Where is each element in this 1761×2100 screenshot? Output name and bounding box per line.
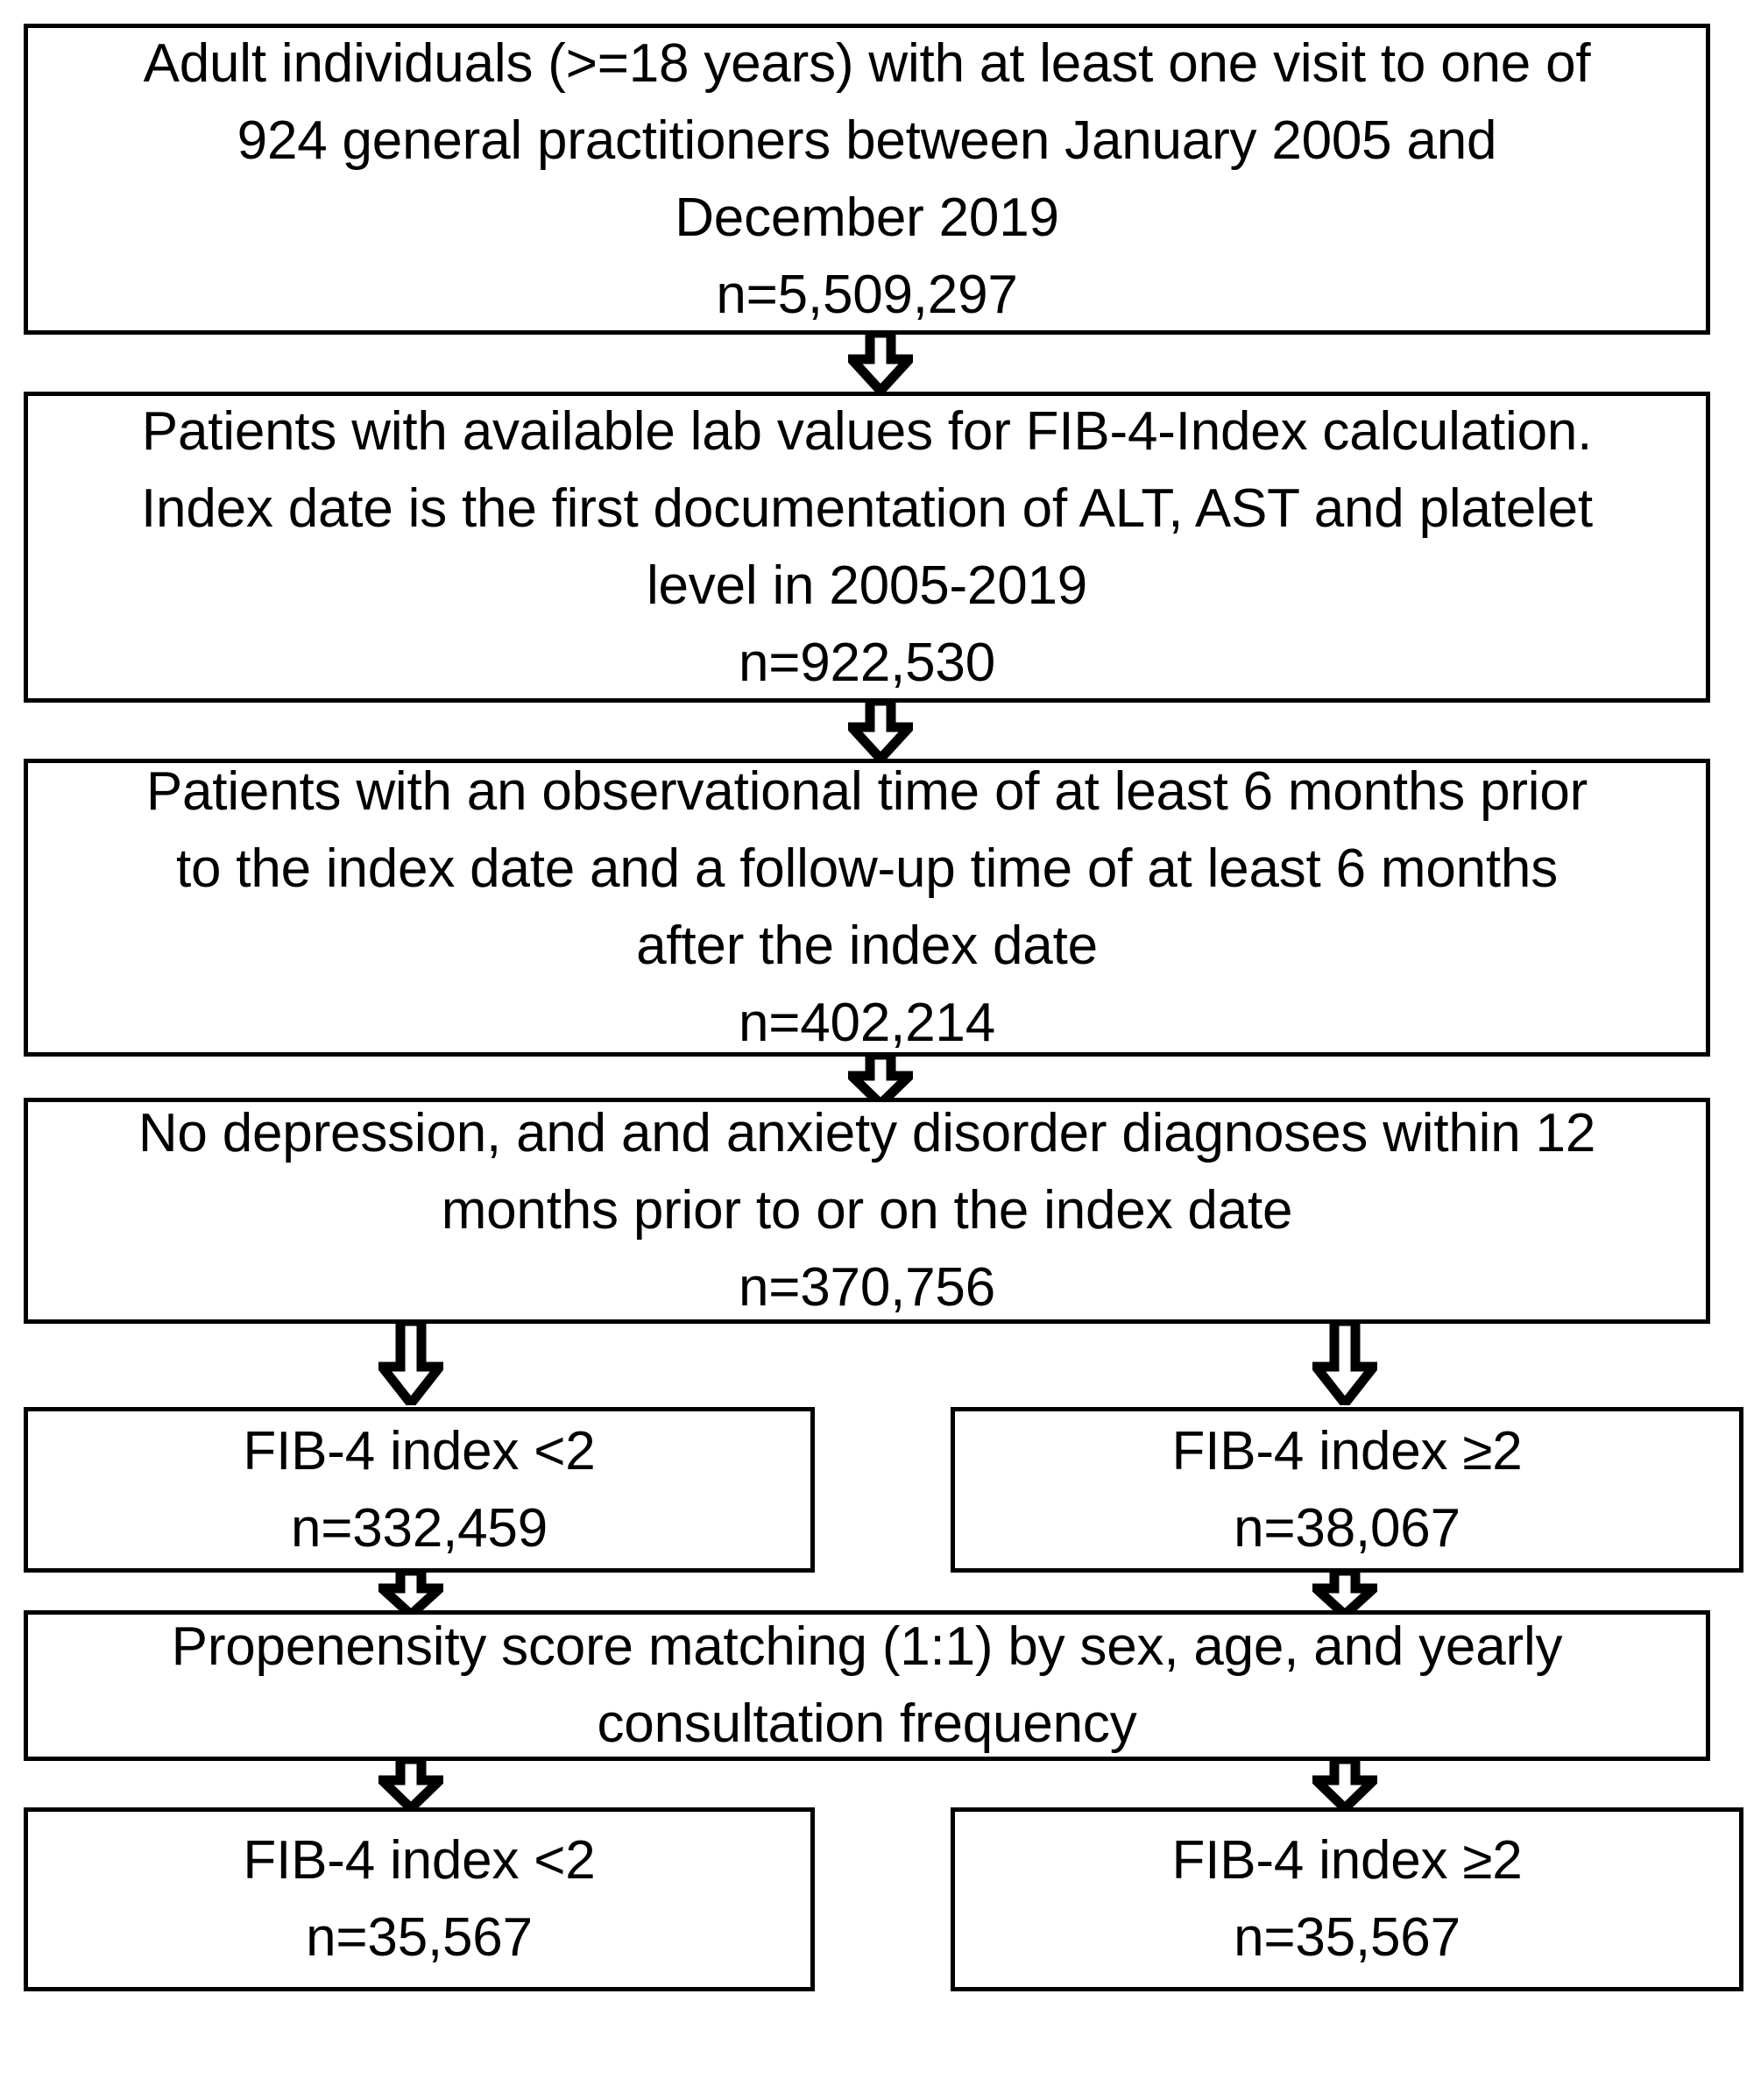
node-text-line: months prior to or on the index date: [441, 1180, 1293, 1241]
arrow-down-icon: [1312, 1571, 1377, 1616]
node-count-label: n=402,214: [738, 993, 995, 1053]
node-text-line: December 2019: [675, 187, 1059, 248]
node-count-label: n=35,567: [306, 1907, 533, 1968]
arrow-down-icon: [1312, 1759, 1377, 1810]
node-count-label: n=332,459: [290, 1497, 548, 1559]
node-text-line: Adult individuals (>=18 years) with at l…: [143, 32, 1591, 94]
node-text-line: 924 general practitioners between Januar…: [237, 110, 1497, 171]
node-text-line: FIB-4 index <2: [243, 1830, 596, 1891]
node-text-line: consultation frequency: [597, 1693, 1137, 1754]
arrow-down-icon: [378, 1571, 443, 1616]
node-text-line: Propenensity score matching (1:1) by sex…: [171, 1616, 1563, 1677]
node-text-line: No depression, and and anxiety disorder …: [138, 1103, 1596, 1163]
arrow-down-icon: [378, 1321, 443, 1405]
arrow-down-icon: [848, 701, 913, 760]
arrow-down-icon: [848, 333, 913, 392]
node-fib4-low-matched: FIB-4 index <2 n=35,567: [24, 1807, 815, 1991]
node-text-line: FIB-4 index ≥2: [1171, 1420, 1523, 1481]
node-fib4-high-matched: FIB-4 index ≥2 n=35,567: [951, 1807, 1743, 1991]
node-text-line: FIB-4 index <2: [243, 1420, 596, 1481]
arrow-down-icon: [1312, 1321, 1377, 1405]
node-fib4-high-unmatched: FIB-4 index ≥2 n=38,067: [951, 1407, 1743, 1573]
node-text-line: to the index date and a follow-up time o…: [175, 838, 1559, 899]
node-count-label: n=38,067: [1234, 1497, 1460, 1559]
node-count-label: n=5,509,297: [716, 264, 1018, 325]
node-count-label: n=370,756: [738, 1257, 995, 1318]
node-text-line: Patients with available lab values for F…: [141, 400, 1593, 462]
node-observation-window: Patients with an observational time of a…: [24, 759, 1710, 1057]
node-lab-values: Patients with available lab values for F…: [24, 392, 1710, 703]
node-count-label: n=35,567: [1234, 1907, 1460, 1968]
node-count-label: n=922,530: [738, 632, 995, 693]
arrow-down-icon: [378, 1759, 443, 1810]
node-cohort-source: Adult individuals (>=18 years) with at l…: [24, 24, 1710, 335]
node-propensity-matching: Propenensity score matching (1:1) by sex…: [24, 1610, 1710, 1761]
node-text-line: Index date is the first documentation of…: [141, 477, 1593, 539]
arrow-down-icon: [848, 1055, 913, 1106]
node-text-line: after the index date: [636, 916, 1098, 976]
node-text-line: level in 2005-2019: [646, 555, 1088, 616]
node-no-depression-anxiety: No depression, and and anxiety disorder …: [24, 1098, 1710, 1324]
node-fib4-low-unmatched: FIB-4 index <2 n=332,459: [24, 1407, 815, 1573]
node-text-line: Patients with an observational time of a…: [145, 761, 1588, 822]
node-text-line: FIB-4 index ≥2: [1171, 1830, 1523, 1891]
